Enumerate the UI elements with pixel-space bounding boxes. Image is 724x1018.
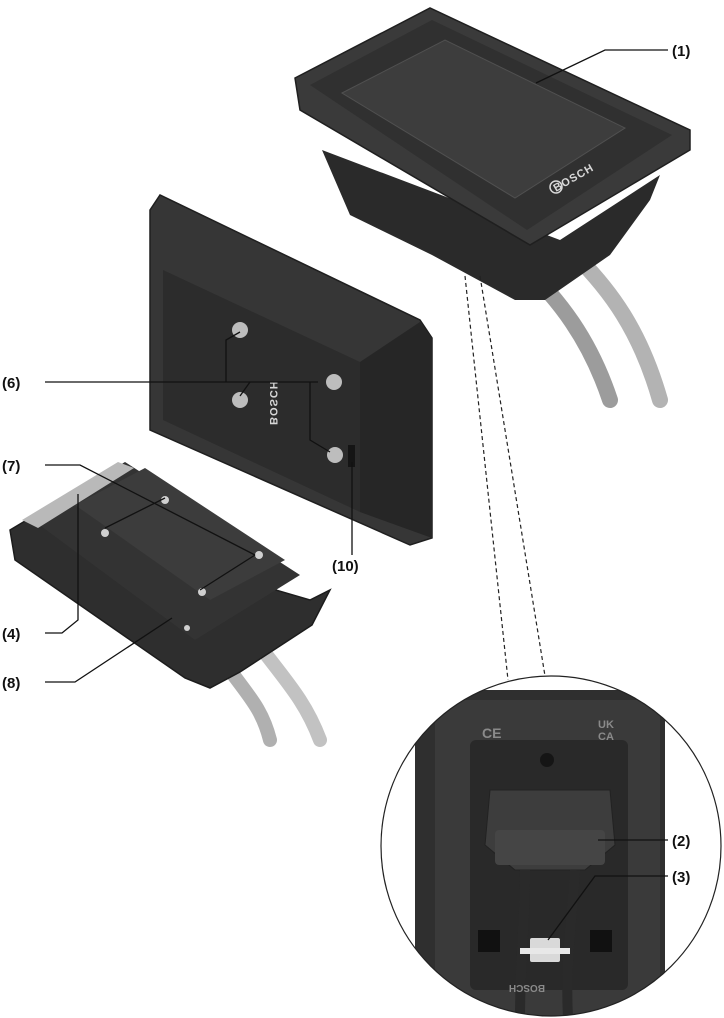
mount-screw-4 — [255, 551, 263, 559]
callout-2: (2) — [672, 833, 690, 850]
zoom-guide-right — [480, 276, 545, 676]
detail-foot-right — [590, 930, 612, 952]
detail-ukca-bottom: CA — [598, 731, 614, 743]
display-holder: BOSCH — [150, 195, 432, 545]
callout-1: (1) — [672, 43, 690, 60]
callout-10: (10) — [332, 558, 359, 575]
detail-brand: BOSCH — [509, 982, 545, 993]
zoom-guide-left — [465, 276, 508, 680]
holder-screw-3 — [232, 392, 248, 408]
callout-6: (6) — [2, 375, 20, 392]
zoom-guides — [465, 276, 545, 680]
holder-screw-2 — [326, 374, 342, 390]
display-cable-right — [575, 255, 660, 400]
detail-ce-mark: CE — [482, 725, 501, 741]
callout-3: (3) — [672, 869, 690, 886]
holder-brand: BOSCH — [267, 380, 279, 425]
connector-detail: CE UK CA BOSCH — [381, 676, 721, 1018]
holder-screw-4 — [327, 447, 343, 463]
detail-ukca-top: UK — [598, 719, 614, 731]
callout-8: (8) — [2, 675, 20, 692]
mount-plate — [10, 462, 330, 740]
detail-screw — [540, 753, 554, 767]
callout-4: (4) — [2, 626, 20, 643]
mount-screw-5 — [184, 625, 190, 631]
callout-7: (7) — [2, 458, 20, 475]
detail-connector-face — [495, 830, 605, 865]
detail-cable-left — [520, 870, 525, 1018]
detail-foot-left — [478, 930, 500, 952]
mount-screw-1 — [101, 529, 109, 537]
detail-clip-bar — [520, 948, 570, 954]
